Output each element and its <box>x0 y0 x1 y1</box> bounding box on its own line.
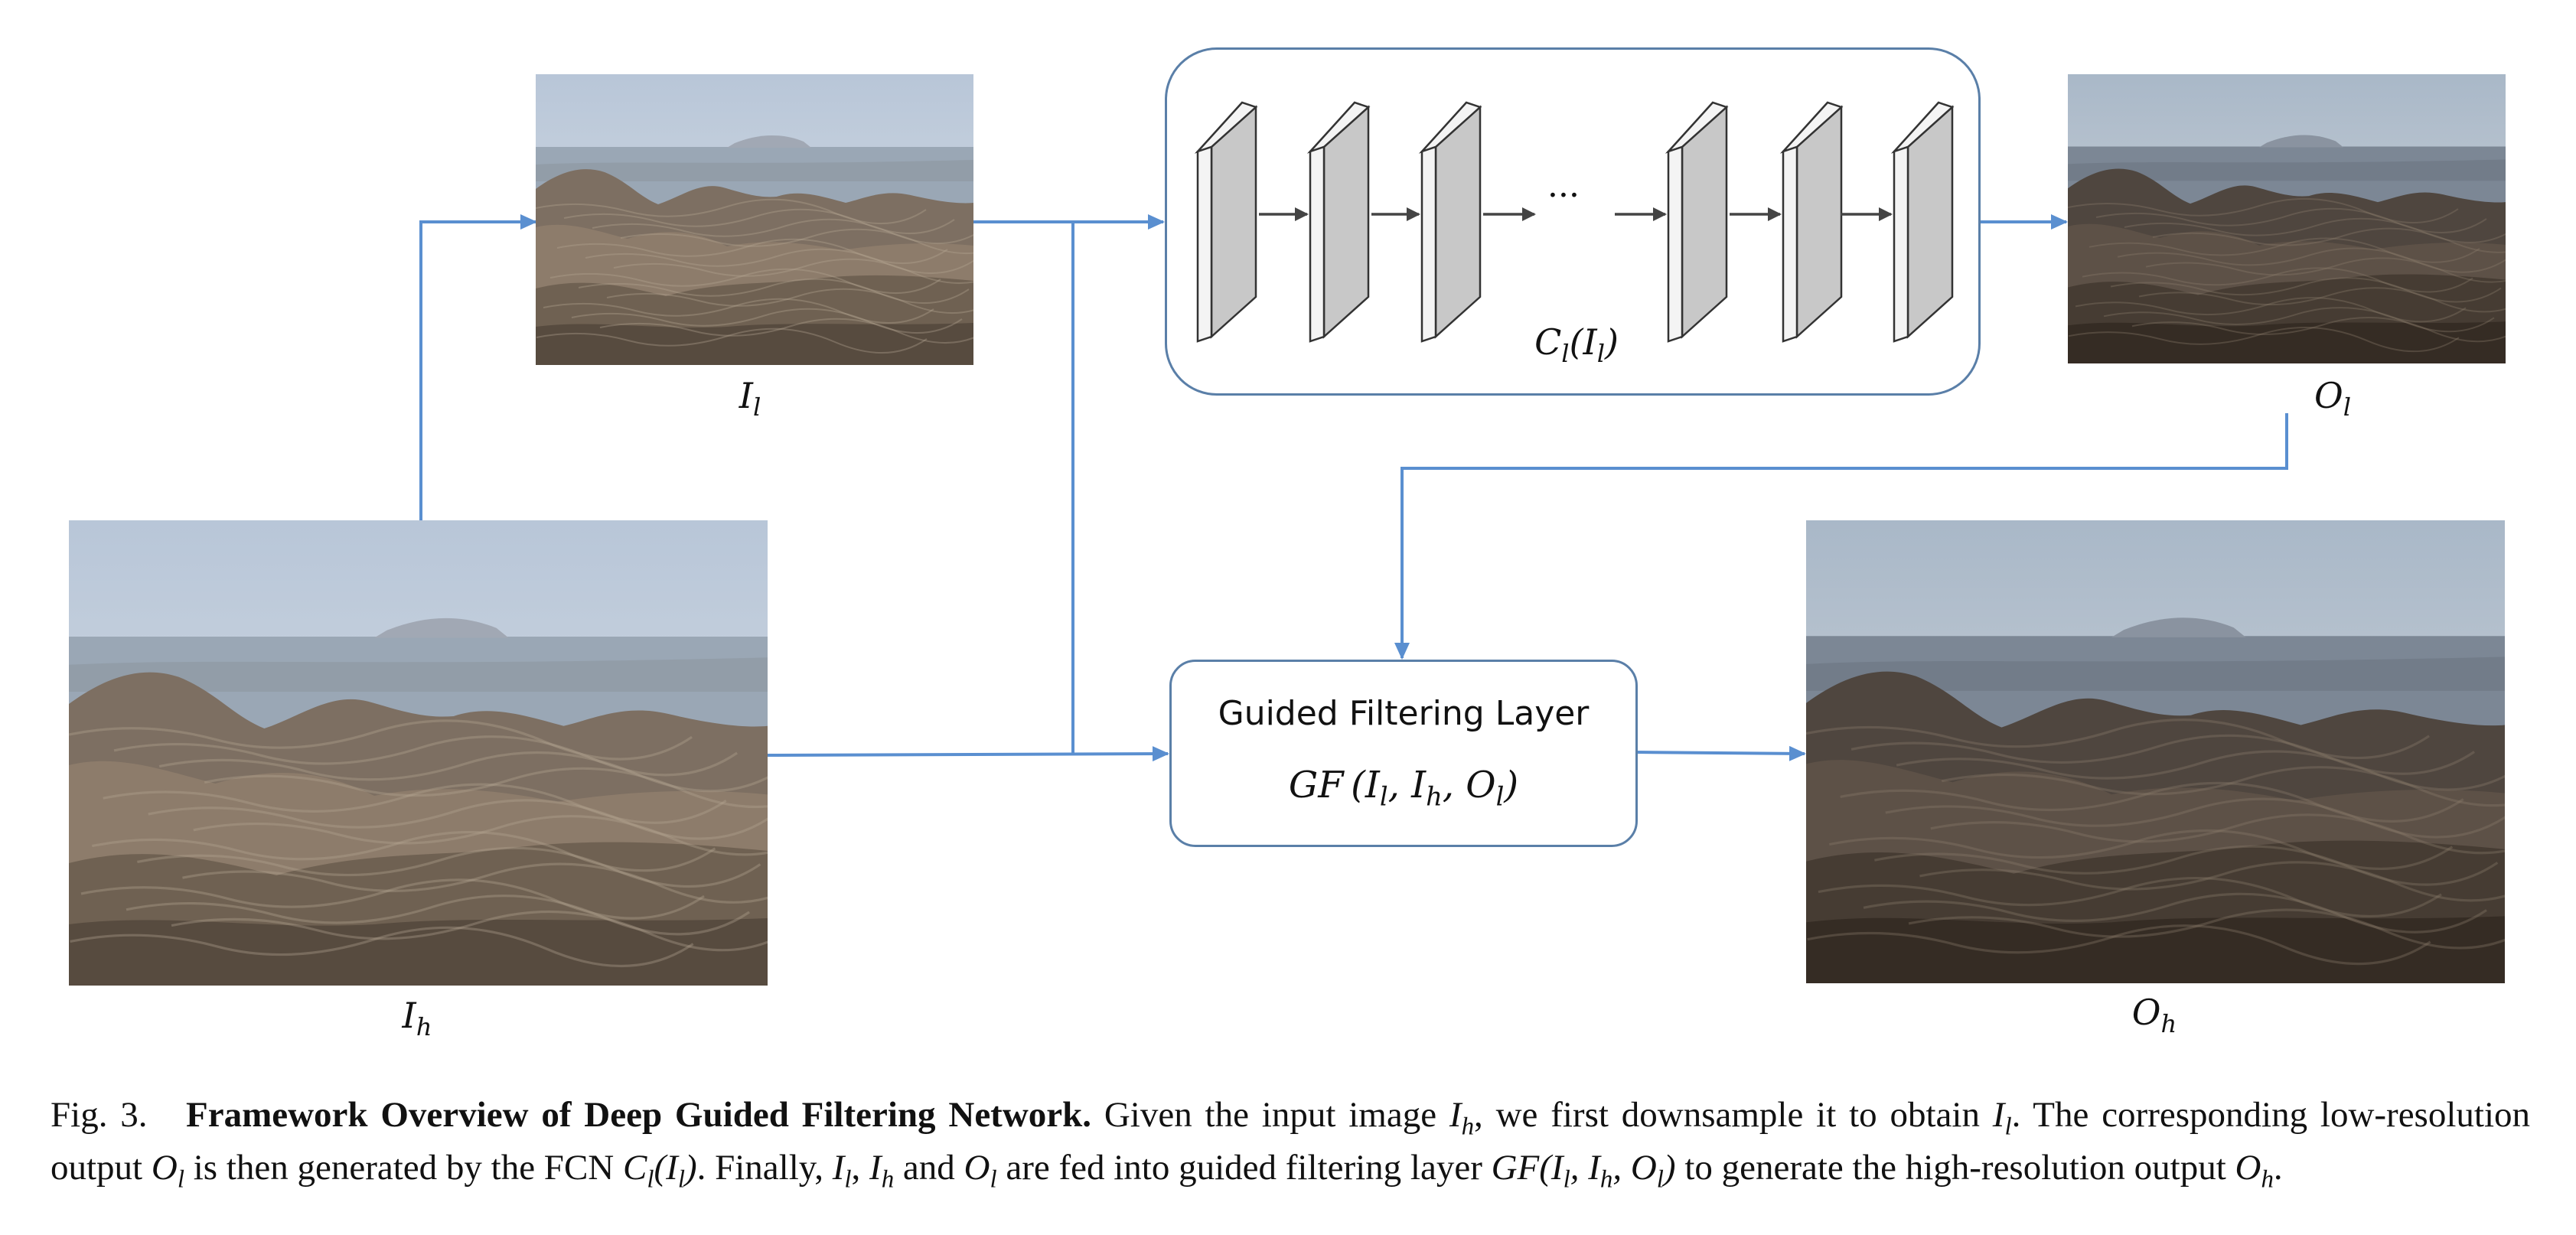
arrow-ih-to-gfl <box>767 746 1169 762</box>
arrow-gfl-to-oh <box>1635 745 1806 761</box>
guided-filtering-title: Guided Filtering Layer <box>1218 694 1590 733</box>
cnn-ellipsis: ··· <box>1547 176 1580 215</box>
label-o-h: Oh <box>2131 992 2177 1039</box>
photo-input-high-res <box>69 520 768 986</box>
label-o-l: Ol <box>2314 375 2351 422</box>
photo-input-low-res <box>536 74 973 365</box>
cnn-layer-block <box>1418 101 1482 343</box>
figure-caption: Fig. 3. Framework Overview of Deep Guide… <box>51 1095 2531 1194</box>
arrow-ih-to-il <box>419 214 537 520</box>
guided-filtering-box: Guided Filtering Layer GF (Il, Ih, Ol) <box>1169 660 1638 847</box>
label-i-h: Ih <box>402 995 432 1042</box>
cnn-layer-block <box>1306 101 1371 343</box>
cnn-box <box>1165 47 1981 396</box>
caption-prefix: Fig. 3. <box>51 1095 148 1135</box>
cnn-layer-block <box>1194 101 1258 343</box>
arrow-ol-to-gfl <box>1394 413 2288 660</box>
label-i-l: Il <box>739 375 761 422</box>
guided-filtering-formula: GF (Il, Ih, Ol) <box>1288 764 1519 812</box>
diagram-connectors <box>419 214 2288 762</box>
photo-output-low-res <box>2068 74 2506 363</box>
cnn-layer-block <box>1779 101 1844 343</box>
photo-output-high-res <box>1806 520 2505 983</box>
cnn-layer-block <box>1665 101 1729 343</box>
caption-title: Framework Overview of Deep Guided Filter… <box>186 1095 1092 1135</box>
cnn-blocks-layer <box>1194 101 1955 343</box>
cnn-label: Cl(Il) <box>1534 321 1619 369</box>
cnn-layer-block <box>1890 101 1955 343</box>
